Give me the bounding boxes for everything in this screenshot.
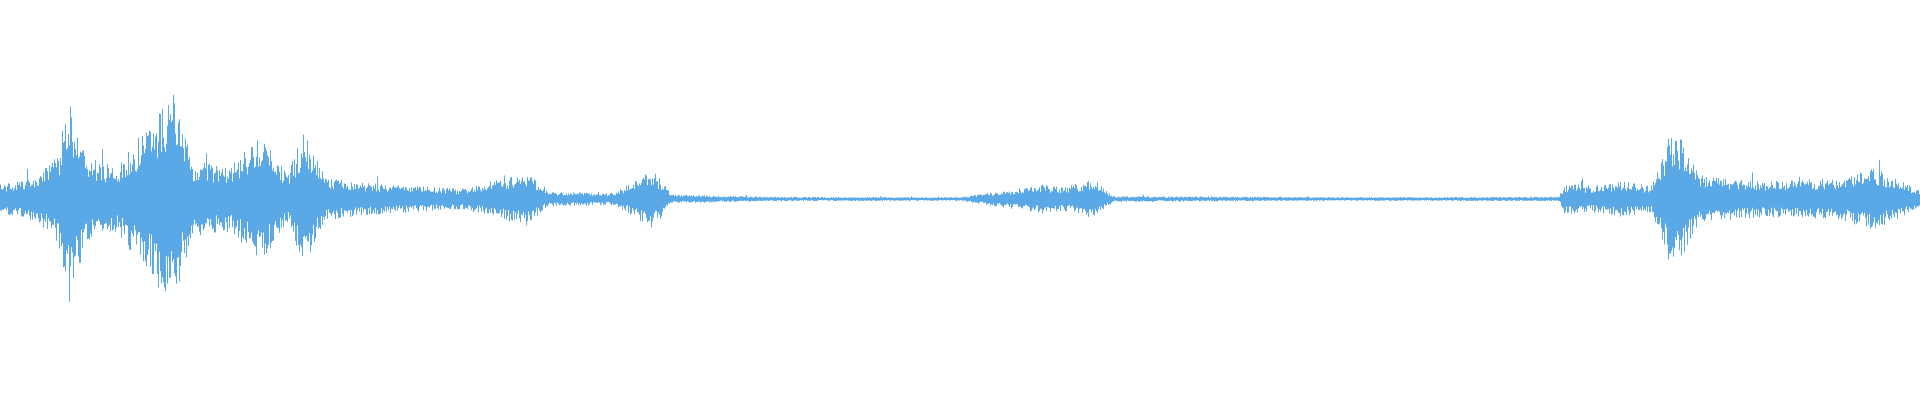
waveform-samples <box>0 94 1920 302</box>
waveform-path <box>0 94 1920 302</box>
